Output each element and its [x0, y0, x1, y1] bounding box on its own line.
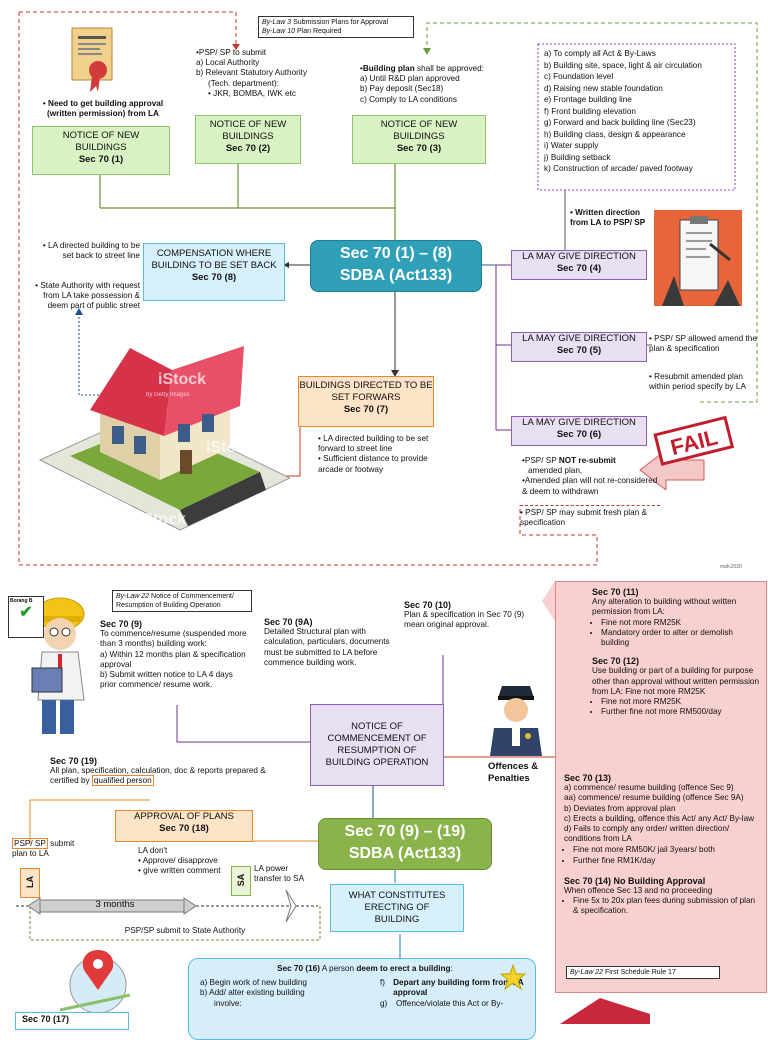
bylaw-reference-top: By-Law 3 Submission Plans for Approval B… — [258, 16, 414, 38]
fail-stamp: FAIL — [618, 410, 738, 492]
svg-text:by Getty Images: by Getty Images — [146, 392, 190, 398]
sec70-9a-block: Sec 70 (9A) Detailed Structural plan wit… — [264, 617, 390, 667]
la-power-note: LA power transfer to SA — [254, 864, 305, 884]
penalties-panel — [555, 581, 767, 993]
sec70-16-text: Sec 70 (16) A person deem to erect a bui… — [200, 964, 524, 1008]
penalties-text: Sec 70 (11) Any alteration to building w… — [592, 587, 762, 717]
state-authority-note: • State Authority with request from LA t… — [35, 281, 140, 311]
penalties-panel-tip — [542, 581, 555, 621]
engineer-illustration — [8, 590, 98, 740]
bylaw22-rule17: By-Law 22 First Schedule Rule 17 — [566, 966, 720, 979]
house-illustration: iStock by Getty Images iStock iStock — [30, 340, 292, 540]
psp-submit-note: •PSP/ SP to submit a) Local Authority b)… — [196, 48, 308, 98]
offences-penalties-label: Offences & Penalties — [488, 761, 539, 784]
borang-b-form: Borang B ✔ — [8, 596, 44, 638]
certificate-icon — [68, 26, 116, 96]
psp-submit-la-note: PSP/ SP submit plan to LA — [12, 838, 75, 859]
central-sdba-box-1: Sec 70 (1) – (8)SDBA (Act133) — [310, 240, 482, 292]
svg-text:iStock: iStock — [206, 439, 254, 456]
amend-allowed-note: • PSP/ SP allowed amend the plan & speci… — [649, 334, 757, 354]
la-tag: LA — [20, 868, 40, 898]
forward-notes: • LA directed building to be set forward… — [318, 434, 429, 474]
roof-illustration — [560, 998, 650, 1024]
set-back-note: • LA directed building to be set back to… — [42, 241, 140, 261]
erecting-box: WHAT CONSTITUTES ERECTING OF BUILDING — [330, 884, 464, 932]
bylaw22-reference: By-Law 22 Notice of Commencement/ Resump… — [112, 590, 252, 612]
svg-text:iStock: iStock — [138, 511, 186, 528]
sec70-19-block: Sec 70 (19) All plan, specification, cal… — [50, 756, 266, 787]
written-direction-note: • Written direction from LA to PSP/ SP — [570, 208, 646, 228]
sec70-9-block: Sec 70 (9) To commence/resume (suspended… — [100, 619, 247, 690]
sec70-17-box: Sec 70 (17) — [15, 1012, 129, 1030]
not-resubmit-note: •PSP/ SP NOT re-submit amended plan, •Am… — [522, 456, 658, 496]
svg-text:iStock: iStock — [158, 371, 206, 388]
central-sdba-box-2: Sec 70 (9) – (19)SDBA (Act133) — [318, 818, 492, 870]
building-plan-note: •Building plan shall be approved: a) Unt… — [360, 64, 484, 104]
clipboard-icon — [654, 210, 742, 306]
sec70-10-block: Sec 70 (10) Plan & specification in Sec … — [404, 600, 525, 630]
police-icon — [486, 676, 546, 756]
need-approval-note: • Need to get building approval (written… — [42, 99, 164, 119]
star-icon — [500, 964, 526, 990]
resubmit-note: • Resubmit amended plan within period sp… — [649, 372, 746, 392]
penalties-sec70-13: Sec 70 (13) a) commence/ resume building… — [564, 773, 762, 917]
psp-state-note: PSP/SP submit to State Authority — [124, 926, 246, 935]
notice-commencement-box: NOTICE OF COMMENCEMENT OF RESUMPTION OF … — [310, 704, 444, 786]
fresh-plan-note: • PSP/ SP may submit fresh plan & specif… — [520, 505, 660, 528]
la-dont-note: LA don't • Approve/ disapprove • give wr… — [138, 846, 221, 876]
compensation-box: COMPENSATION WHERE BUILDING TO BE SET BA… — [143, 243, 285, 301]
three-months-label: 3 months — [95, 899, 135, 910]
requirements-list: a) To comply all Act & By-Laws b) Buildi… — [544, 49, 702, 173]
credit-text: mafc2020 — [720, 564, 742, 570]
sa-tag: SA — [231, 866, 251, 896]
